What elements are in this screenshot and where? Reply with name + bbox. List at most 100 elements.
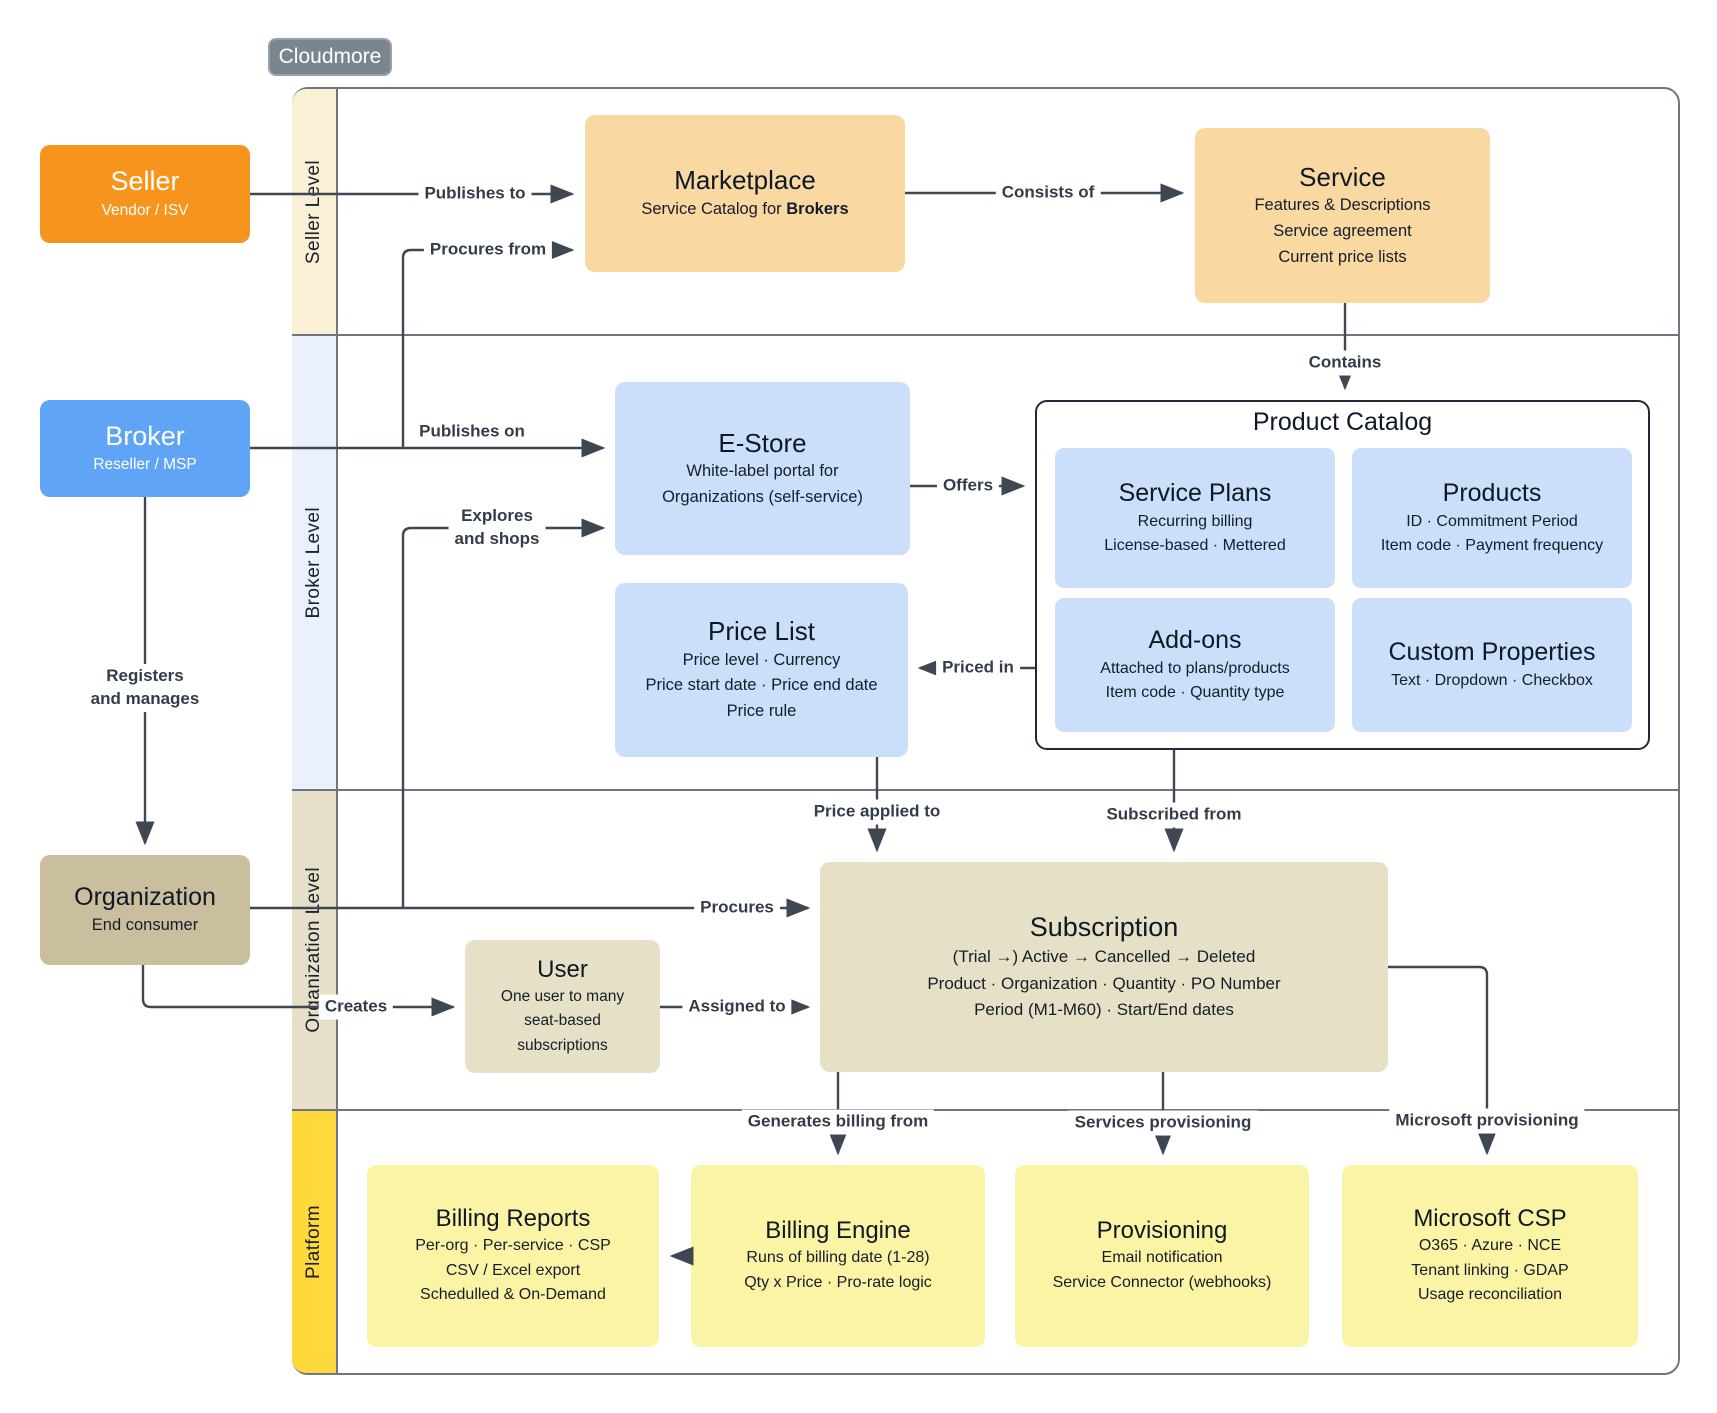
subscription-line-2: Product · Organization · Quantity · PO N… [927,973,1281,993]
label-procures: Procures [694,895,780,921]
label-registers-line-1: Registers [106,666,184,686]
microsoft-csp-title: Microsoft CSP [1413,1204,1567,1232]
marketplace-subtitle-bold: Brokers [786,199,849,218]
band-platform-level: Platform [292,1110,338,1373]
add-ons-node: Add-ons Attached to plans/products Item … [1055,598,1335,732]
label-explores-and-shops: Explores and shops [448,504,546,552]
label-publishes-to: Publishes to [418,181,532,207]
seller-title: Seller [110,166,180,197]
separator-seller-broker [292,334,1680,336]
service-title: Service [1299,161,1386,192]
label-registers-and-manages: Registers and manages [84,664,206,712]
user-line-3: subscriptions [517,1036,608,1054]
service-plans-line-2: License-based · Mettered [1104,536,1286,554]
products-line-1: ID · Commitment Period [1406,512,1578,530]
label-priced-in: Priced in [936,655,1020,681]
products-line-2: Item code · Payment frequency [1380,536,1604,554]
label-price-applied-to: Price applied to [807,799,947,825]
band-broker-level: Broker Level [292,335,338,790]
broker-title: Broker [105,420,185,451]
band-organization-level: Organization Level [292,790,338,1110]
custom-properties-title: Custom Properties [1388,638,1596,667]
label-assigned-to: Assigned to [682,994,792,1020]
user-node: User One user to many seat-based subscri… [465,940,660,1073]
products-node: Products ID · Commitment Period Item cod… [1352,448,1632,588]
estore-node: E-Store White-label portal for Organizat… [615,382,910,555]
user-title: User [537,956,588,984]
user-line-1: One user to many [500,988,625,1006]
provisioning-node: Provisioning Email notification Service … [1015,1165,1309,1347]
billing-reports-line-2: CSV / Excel export [445,1261,581,1279]
products-title: Products [1442,479,1542,508]
service-line-3: Current price lists [1278,247,1407,266]
add-ons-line-2: Item code · Quantity type [1105,683,1285,701]
price-list-title: Price List [708,616,815,647]
add-ons-title: Add-ons [1148,626,1242,655]
billing-reports-line-1: Per-org · Per-service · CSP [415,1236,611,1254]
subscription-line-1: (Trial →) Active → Cancelled → Deleted [952,947,1256,967]
marketplace-title: Marketplace [674,165,816,196]
service-plans-line-1: Recurring billing [1137,512,1253,530]
cloudmore-badge-label: Cloudmore [278,45,382,68]
add-ons-line-1: Attached to plans/products [1100,659,1290,677]
platform-level-label: Platform [303,1204,324,1279]
service-plans-title: Service Plans [1118,479,1272,508]
billing-reports-line-3: Schedulled & On-Demand [420,1286,606,1304]
billing-engine-node: Billing Engine Runs of billing date (1-2… [691,1165,985,1347]
provisioning-line-1: Email notification [1101,1249,1223,1267]
provisioning-line-2: Service Connector (webhooks) [1052,1274,1272,1291]
subscription-line-3: Period (M1-M60) · Start/End dates [974,1000,1234,1020]
separator-broker-organization [292,789,1680,791]
label-microsoft-provisioning: Microsoft provisioning [1389,1108,1585,1134]
label-explores-line-1: Explores [461,506,533,526]
estore-line-2: Organizations (self-service) [662,487,863,506]
seller-node: Seller Vendor / ISV [40,145,250,243]
label-procures-from: Procures from [423,237,553,263]
label-explores-line-2: and shops [454,529,540,548]
estore-title: E-Store [718,427,807,458]
separator-organization-platform [292,1109,1680,1111]
label-publishes-on: Publishes on [413,419,531,445]
cloudmore-badge: Cloudmore [268,38,392,76]
label-contains: Contains [1302,350,1388,376]
user-line-2: seat-based [524,1012,601,1030]
price-list-node: Price List Price level · Currency Price … [615,583,908,757]
service-node: Service Features & Descriptions Service … [1195,128,1490,303]
service-plans-node: Service Plans Recurring billing License-… [1055,448,1335,588]
microsoft-csp-line-3: Usage reconciliation [1417,1286,1563,1304]
broker-level-label: Broker Level [303,506,324,619]
price-list-line-3: Price rule [726,702,797,721]
price-list-line-2: Price start date · Price end date [645,676,878,695]
custom-properties-line-1: Text · Dropdown · Checkbox [1391,671,1593,689]
billing-engine-title: Billing Engine [765,1217,911,1245]
price-list-line-1: Price level · Currency [682,650,841,669]
subscription-node: Subscription (Trial →) Active → Cancelle… [820,862,1388,1072]
label-consists-of: Consists of [995,180,1101,206]
microsoft-csp-node: Microsoft CSP O365 · Azure · NCE Tenant … [1342,1165,1638,1347]
organization-node: Organization End consumer [40,855,250,965]
custom-properties-node: Custom Properties Text · Dropdown · Chec… [1352,598,1632,732]
billing-reports-title: Billing Reports [435,1204,591,1232]
label-offers: Offers [936,473,1000,499]
marketplace-node: Marketplace Service Catalog for Brokers [585,115,905,272]
label-generates-billing-from: Generates billing from [741,1109,935,1135]
label-creates: Creates [318,994,394,1020]
seller-level-label: Seller Level [303,159,324,265]
microsoft-csp-line-1: O365 · Azure · NCE [1418,1236,1562,1254]
service-line-1: Features & Descriptions [1254,196,1431,215]
service-line-2: Service agreement [1273,221,1412,240]
broker-node: Broker Reseller / MSP [40,400,250,497]
product-catalog-title: Product Catalog [1252,408,1433,436]
organization-subtitle: End consumer [91,915,199,934]
billing-engine-line-1: Runs of billing date (1-28) [746,1249,930,1267]
band-seller-level: Seller Level [292,89,338,335]
label-services-provisioning: Services provisioning [1068,1110,1258,1136]
marketplace-subtitle: Service Catalog for Brokers [641,199,849,218]
subscription-title: Subscription [1029,911,1179,942]
microsoft-csp-line-2: Tenant linking · GDAP [1411,1261,1569,1279]
broker-subtitle: Reseller / MSP [93,456,197,474]
estore-line-1: White-label portal for [686,462,839,481]
organization-title: Organization [74,882,216,911]
seller-subtitle: Vendor / ISV [101,201,189,219]
